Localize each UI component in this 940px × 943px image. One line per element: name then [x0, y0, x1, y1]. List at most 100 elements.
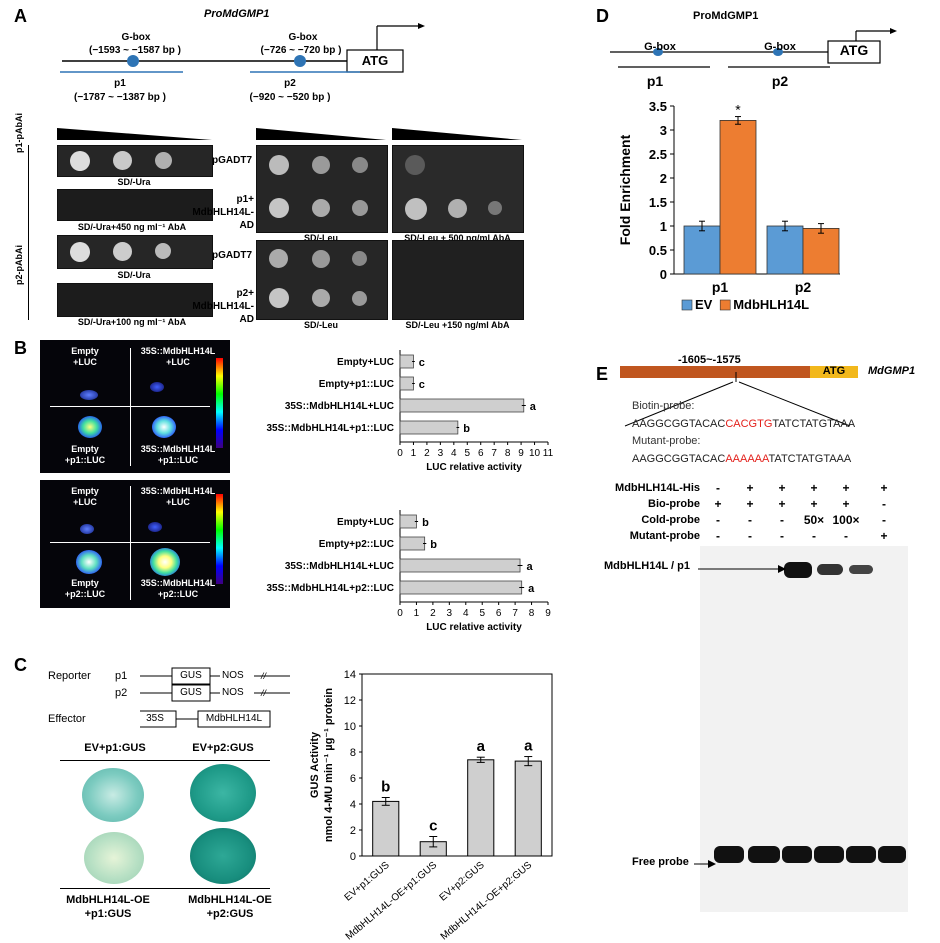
plate-label: SD/-Leu — [303, 233, 338, 243]
x-tick-label: 6 — [478, 448, 484, 459]
yeast-plate — [392, 145, 524, 233]
biotin-probe-seq: AAGGCGGTACACCACGTGTATCTATGTAAA — [632, 418, 856, 430]
y-tick-label: 14 — [344, 669, 356, 681]
gbox1-label: G-box — [121, 32, 151, 43]
p2-construct-label: p2 — [115, 687, 128, 699]
mutant-probe-label: Mutant-probe: — [632, 435, 701, 447]
emsa-gel — [700, 546, 908, 912]
x-tick-label: 0 — [397, 608, 403, 619]
gus-box: GUS — [180, 687, 202, 698]
luc-label: Empty +LUC — [71, 346, 99, 367]
significance-letter: a — [530, 401, 537, 413]
emsa-cell: - — [716, 513, 720, 527]
emsa-cell: - — [716, 529, 720, 543]
category-label: 35S::MdbHLH14L+p1::LUC — [266, 423, 394, 434]
atg-box-e: ATG — [822, 365, 846, 377]
svg-text://: // — [260, 688, 268, 698]
emsa-row-label: MdbHLH14L-His — [615, 482, 700, 494]
emsa-cell: + — [842, 481, 850, 495]
luc-label: 35S::MdbHLH14L +LUC — [140, 486, 216, 507]
bar — [683, 225, 721, 275]
plate-label: SD/-Ura — [117, 270, 151, 280]
category-label: Empty+p2::LUC — [319, 539, 394, 550]
y-tick-label: 2 — [350, 825, 356, 837]
y-axis-label: Fold Enrichment — [617, 134, 633, 245]
p1-label-a: p1 — [114, 78, 126, 89]
luc-image-2: Empty +LUC 35S::MdbHLH14L +LUC Empty +p2… — [40, 480, 230, 608]
x-tick-label: 2 — [430, 608, 436, 619]
dilution-wedge — [57, 128, 212, 140]
construct-diagram: // // — [140, 667, 290, 728]
divider — [60, 888, 270, 889]
category-label: 35S::MdbHLH14L+LUC — [285, 401, 394, 412]
free-probe-band — [714, 846, 744, 863]
y-tick-label: 8 — [350, 747, 356, 759]
promoter-label: ProMdGMP1 — [204, 8, 270, 20]
promoter-map-a — [60, 23, 425, 73]
significance-letter: b — [463, 423, 470, 435]
emsa-cell: + — [746, 497, 754, 511]
significance-letter: a — [528, 583, 535, 595]
emsa-cell: - — [748, 529, 752, 543]
x-axis-label: LUC relative activity — [426, 462, 522, 473]
y-axis-label: nmol 4-MU min⁻¹ µg⁻¹ protein — [323, 688, 335, 842]
category-label: Empty+p1::LUC — [319, 379, 394, 390]
x-tick-label: 3 — [438, 448, 444, 459]
x-tick-label: 8 — [505, 448, 511, 459]
plot-frame — [361, 673, 553, 857]
x-tick-label: 9 — [545, 608, 551, 619]
luc-label: Empty +LUC — [71, 486, 99, 507]
biotin-probe-label: Biotin-probe: — [632, 400, 695, 412]
p1-construct-label: p1 — [115, 670, 128, 682]
35s-box: 35S — [146, 713, 164, 724]
y-tick-label: 0 — [350, 851, 356, 863]
p1-position: (−1787 ~ −1387 bp ) — [73, 92, 166, 103]
bar — [719, 119, 757, 275]
ev-p1-label: EV+p1:GUS — [84, 742, 146, 754]
luc-label: Empty +p1::LUC — [64, 444, 106, 465]
y-axis-label: GUS Activity — [309, 731, 321, 798]
emsa-cell: - — [844, 529, 848, 543]
luc-label: 35S::MdbHLH14L +p2::LUC — [140, 578, 216, 599]
atg-box-d: ATG — [839, 42, 869, 58]
category-label: MdbHLH14L-OE+p2:GUS — [439, 860, 535, 940]
bar — [467, 759, 495, 857]
y-tick-label: 10 — [344, 721, 356, 733]
y-tick-label: 12 — [344, 695, 356, 707]
category-label: Empty+LUC — [337, 517, 394, 528]
significance-letter: c — [419, 357, 425, 369]
category-label: Empty+LUC — [337, 357, 394, 368]
emsa-row-label: Mutant-probe — [629, 530, 700, 542]
bar — [399, 376, 414, 391]
emsa-cell: + — [810, 481, 818, 495]
nos-label: NOS — [222, 670, 244, 681]
gbox-label-d: G-box — [644, 41, 676, 53]
bar — [399, 420, 459, 435]
luc-label: 35S::MdbHLH14L +LUC — [140, 346, 216, 367]
oe-p1-label: MdbHLH14L-OE +p1:GUS — [66, 894, 150, 920]
x-tick-label: 4 — [463, 608, 469, 619]
y-tick-label: 4 — [350, 799, 356, 811]
x-tick-label: 4 — [451, 448, 457, 459]
pgadt7-label: pGADT7 — [212, 155, 252, 166]
yeast-plate — [256, 145, 388, 233]
atg-box-a: ATG — [361, 53, 389, 68]
y-tick-label: 3 — [660, 123, 667, 138]
luc-label: 35S::MdbHLH14L +p1::LUC — [140, 444, 216, 465]
significance-letter: c — [429, 818, 437, 835]
y-tick-label: 6 — [350, 773, 356, 785]
mutant-probe-seq: AAGGCGGTACACAAAAAATATCTATGTAAA — [632, 453, 852, 465]
emsa-cell: 100× — [832, 513, 860, 527]
bar — [514, 760, 542, 857]
legend-swatch — [681, 299, 693, 311]
emsa-cell: - — [882, 497, 886, 511]
emsa-cell: + — [880, 529, 888, 543]
promoter-map-d — [610, 28, 897, 68]
gus-stained-leaf — [82, 768, 144, 822]
emsa-cell: - — [812, 529, 816, 543]
significance-letter: b — [381, 779, 390, 796]
ev-p2-label: EV+p2:GUS — [192, 742, 254, 754]
side-divider — [28, 145, 29, 320]
